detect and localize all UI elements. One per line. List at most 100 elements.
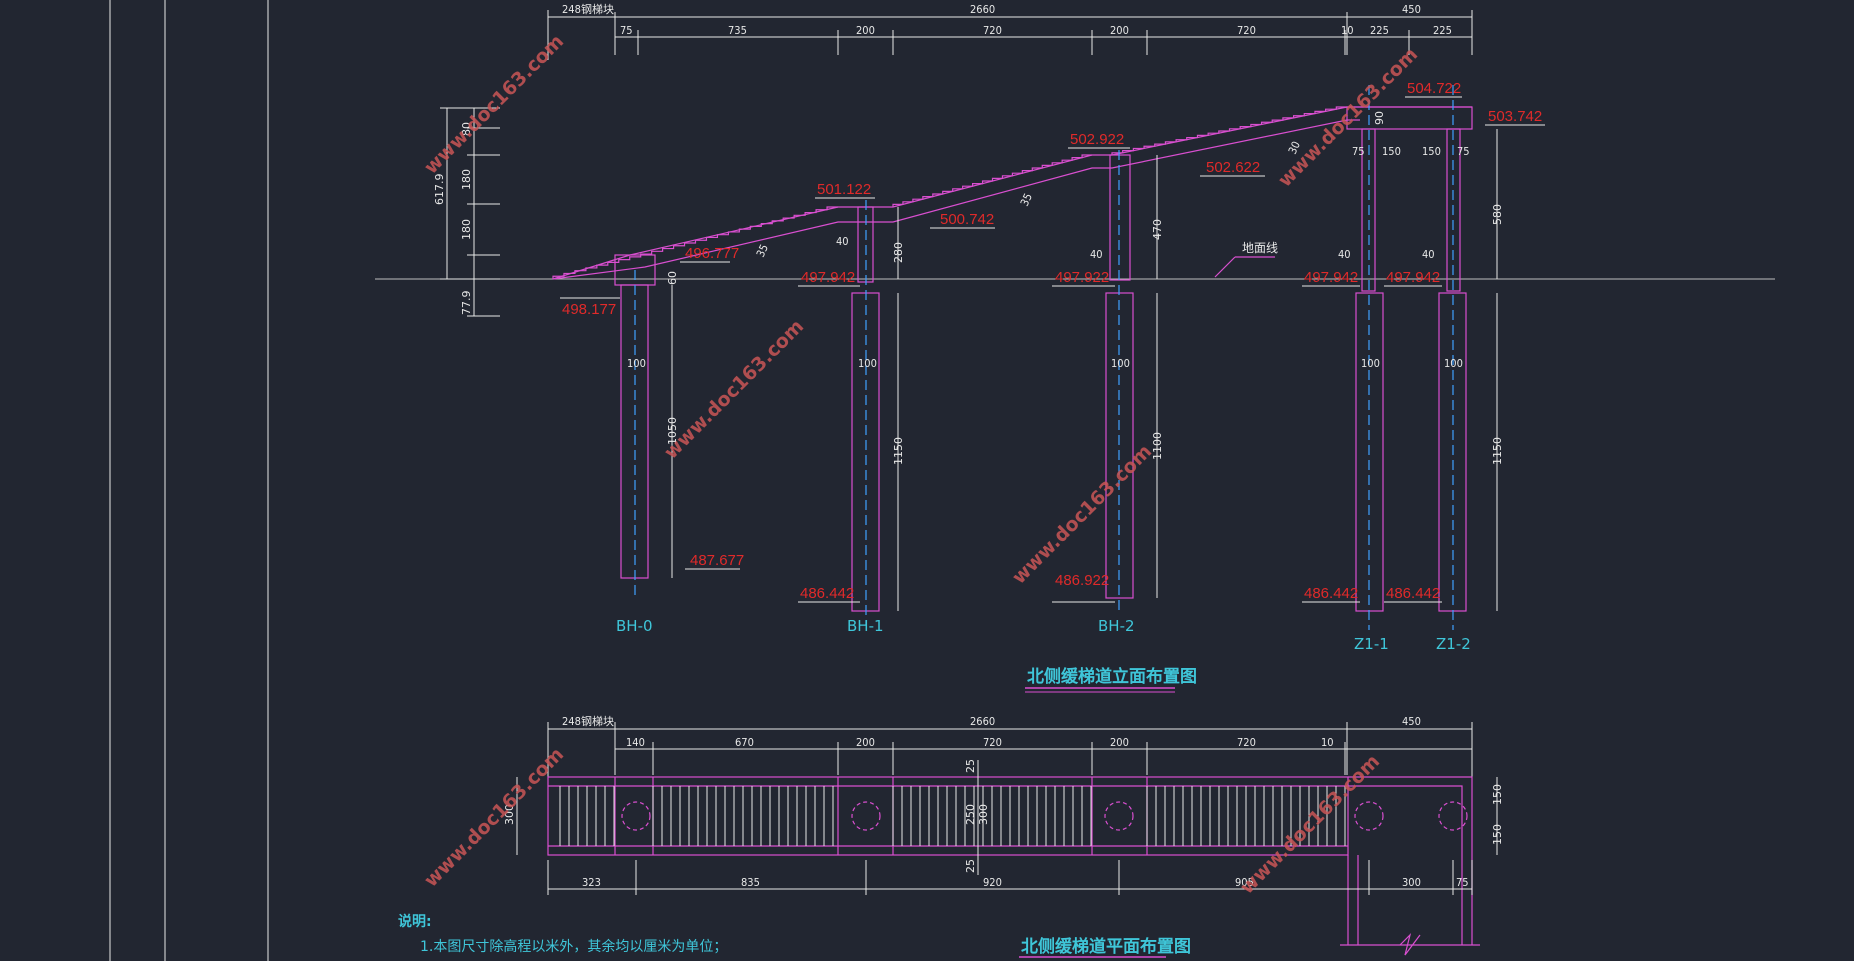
elev-bh1-mid: 500.742 <box>940 211 994 228</box>
elev-top-dims: 248 钢梯块 2660 450 75 735 200 720 200 720 … <box>547 3 1473 60</box>
plan-span-5: 200 <box>1110 736 1129 749</box>
pile-len-3: 1100 <box>1151 432 1164 460</box>
plan-right-150a: 150 <box>1491 784 1504 805</box>
elevation-labels: 498.177 496.777 487.677 501.122 500.742 … <box>560 80 1545 603</box>
elev-z2-ground: 497.942 <box>1386 269 1440 286</box>
plan-bot-6: 75 <box>1456 876 1469 889</box>
plan-title: 北侧缓梯道平面布置图 <box>1021 936 1191 957</box>
elev-bh1-ground: 497.942 <box>801 269 855 286</box>
dim-span-8: 225 <box>1370 24 1389 37</box>
local-dim-40d: 40 <box>1422 248 1435 261</box>
plan-span-1: 140 <box>626 736 645 749</box>
plan-dim-abutment-note: 钢梯块 <box>581 715 614 728</box>
plat-dim-3: 150 <box>1422 145 1441 158</box>
plan-bottom-dims: 323 835 920 905 300 75 <box>547 860 1473 895</box>
pile-dims: 1050 1150 1100 1150 580 280 470 60 40 40… <box>627 111 1504 611</box>
plan-width-left: 300 <box>503 804 516 825</box>
plan-bot-3: 920 <box>983 876 1002 889</box>
plan-right-150b: 150 <box>1491 824 1504 845</box>
dim-left-1: 617.9 <box>433 174 446 206</box>
watermark-6: www.doc163.com <box>1236 750 1384 898</box>
plan-dim-right: 450 <box>1402 715 1421 728</box>
dim-span-9: 225 <box>1433 24 1452 37</box>
pile-width-5: 100 <box>1444 357 1463 370</box>
elev-bh2-top: 502.922 <box>1070 131 1124 148</box>
plan-dim-overall: 2660 <box>970 715 995 728</box>
pile-len-2: 1150 <box>892 437 905 465</box>
plan-width-250: 250 <box>964 804 977 825</box>
plan-bot-4: 905 <box>1235 876 1254 889</box>
elev-bh0-top: 498.177 <box>562 301 616 318</box>
plan-bot-2: 835 <box>741 876 760 889</box>
plat-dim-5: 90 <box>1373 111 1386 125</box>
elevation-title: 北侧缓梯道立面布置图 <box>1027 666 1197 687</box>
elevation-view: 地面线 248 钢梯块 2660 450 75 735 200 720 200 <box>375 3 1775 693</box>
pile-width-1: 100 <box>627 357 646 370</box>
angle-2: 35 <box>1018 191 1035 208</box>
angle-3: 30 <box>1286 139 1303 156</box>
elev-z2-bottom: 486.442 <box>1386 585 1440 602</box>
elev-bh1-bottom: 486.442 <box>800 585 854 602</box>
local-dim-40a: 40 <box>836 235 849 248</box>
plan-span-2: 670 <box>735 736 754 749</box>
dim-left-4: 180 <box>460 219 473 240</box>
dim-span-7: 10 <box>1341 24 1354 37</box>
elev-bh2-ground: 497.922 <box>1055 269 1109 286</box>
pile-width-4: 100 <box>1361 357 1380 370</box>
local-dim-40b: 40 <box>1090 248 1103 261</box>
elev-bh0-bottom: 487.677 <box>690 552 744 569</box>
dim-left-5: 77.9 <box>460 291 473 316</box>
local-dim-280: 280 <box>892 242 905 263</box>
local-dim-470: 470 <box>1151 219 1164 240</box>
pile-width-2: 100 <box>858 357 877 370</box>
pier-z11: Z1-1 <box>1354 635 1389 653</box>
dim-left-3: 180 <box>460 169 473 190</box>
watermark-3: www.doc163.com <box>660 315 808 463</box>
notes-item-1: 1.本图尺寸除高程以米外，其余均以厘米为单位； <box>420 938 727 955</box>
watermarks: www.doc163.com www.doc163.com www.doc163… <box>420 30 1422 898</box>
pier-labels: BH-0 BH-1 BH-2 Z1-1 Z1-2 <box>616 617 1471 653</box>
watermark-4: www.doc163.com <box>1008 440 1156 588</box>
plat-dim-1: 75 <box>1352 145 1365 158</box>
plan-width-25a: 25 <box>964 759 977 773</box>
plat-dim-2: 150 <box>1382 145 1401 158</box>
pier-bh1: BH-1 <box>847 617 884 635</box>
plan-width-300: 300 <box>977 804 990 825</box>
local-dim-60: 60 <box>666 271 679 285</box>
elev-z-right: 503.742 <box>1488 108 1542 125</box>
plan-bot-5: 300 <box>1402 876 1421 889</box>
dim-span-5: 200 <box>1110 24 1129 37</box>
pier-bh0: BH-0 <box>616 617 653 635</box>
plan-span-4: 720 <box>983 736 1002 749</box>
elev-z1-bottom: 486.442 <box>1304 585 1358 602</box>
pile-len-4: 1150 <box>1491 437 1504 465</box>
plat-dim-4: 75 <box>1457 145 1470 158</box>
elev-z-top: 504.722 <box>1407 80 1461 97</box>
local-dim-40c: 40 <box>1338 248 1351 261</box>
pile-width-3: 100 <box>1111 357 1130 370</box>
pier-z12: Z1-2 <box>1436 635 1471 653</box>
elev-bh2-mid: 502.622 <box>1206 159 1260 176</box>
elev-bh0-stair: 496.777 <box>685 245 739 262</box>
dim-right-total: 450 <box>1402 3 1421 16</box>
plan-span-6: 720 <box>1237 736 1256 749</box>
plan-dim-abutment: 248 <box>562 715 581 728</box>
pile-len-1: 1050 <box>666 417 679 445</box>
pier-bh2: BH-2 <box>1098 617 1135 635</box>
dim-span-3: 200 <box>856 24 875 37</box>
notes-heading: 说明: <box>398 913 432 930</box>
watermark-1: www.doc163.com <box>420 30 568 178</box>
angle-1: 35 <box>754 242 771 259</box>
watermark-5: www.doc163.com <box>420 743 568 891</box>
plan-width-25b: 25 <box>964 859 977 873</box>
elev-z1-ground: 497.942 <box>1304 269 1358 286</box>
plan-bot-1: 323 <box>582 876 601 889</box>
stair-profile <box>552 106 1472 280</box>
elev-bh1-top: 501.122 <box>817 181 871 198</box>
plan-span-7: 10 <box>1321 736 1334 749</box>
piles <box>620 85 1467 630</box>
pier-caps <box>614 106 1473 292</box>
elev-bh2-bottom: 486.922 <box>1055 572 1109 589</box>
plan-outline <box>547 776 1480 956</box>
